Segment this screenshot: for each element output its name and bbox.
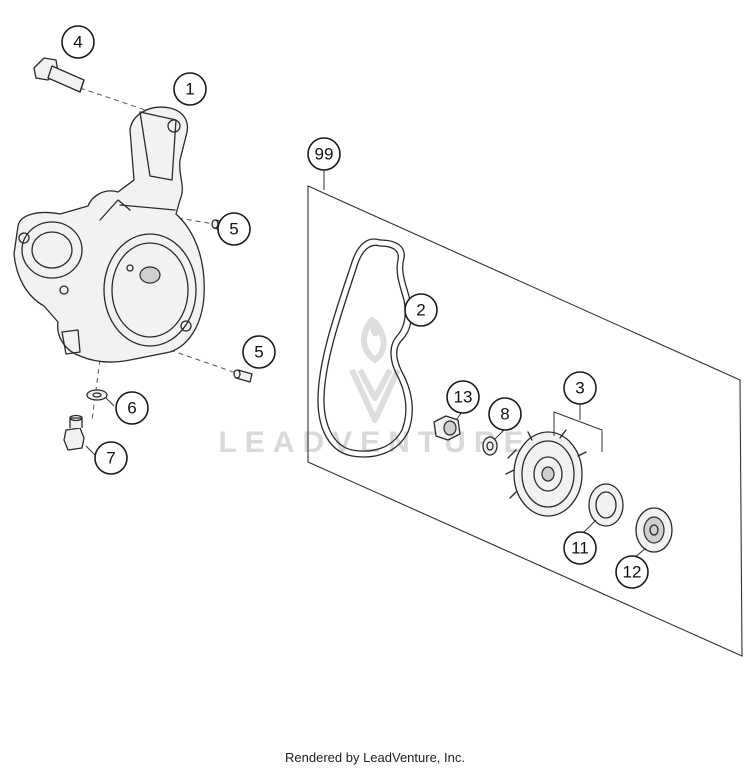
part-1-pump-housing: [13, 106, 205, 363]
callout-3: 3: [563, 371, 597, 405]
svg-text:5: 5: [229, 220, 238, 239]
svg-text:13: 13: [454, 388, 473, 407]
part-6-seal-ring: [86, 389, 108, 401]
svg-text:1: 1: [185, 80, 194, 99]
callout-13: 13: [446, 380, 480, 414]
svg-text:99: 99: [315, 145, 334, 164]
watermark-flame-logo: [349, 368, 401, 423]
footer-credit: Rendered by LeadVenture, Inc.: [285, 750, 465, 765]
leader-6: [105, 397, 115, 407]
part-2-gasket: [317, 238, 413, 458]
watermark-text: LEADVENTURE: [218, 426, 531, 459]
svg-text:6: 6: [127, 399, 136, 418]
repair-kit-frame: [307, 185, 743, 657]
svg-text:12: 12: [623, 563, 642, 582]
leader-11: [581, 519, 597, 535]
part-7-drain-plug: [63, 414, 85, 451]
part-4-bolt: [33, 57, 85, 93]
callout-99: 99: [307, 137, 341, 171]
leader-7: [85, 445, 97, 457]
watermark-flame-top: [361, 317, 387, 363]
svg-text:5: 5: [254, 343, 263, 362]
part-13-nut: [433, 415, 461, 441]
part-8-washer: [482, 436, 498, 456]
part-11-shaft-seal: [588, 483, 624, 527]
leader-3-bracket: [553, 404, 603, 452]
callout-8: 8: [488, 397, 522, 431]
svg-text:3: 3: [575, 379, 584, 398]
callout-4: 4: [61, 25, 95, 59]
callout-6: 6: [115, 391, 149, 425]
part-2-gasket-inner: [323, 244, 407, 452]
callout-7: 7: [94, 441, 128, 475]
part-12-bearing: [635, 507, 673, 553]
svg-text:4: 4: [73, 33, 82, 52]
callout-12: 12: [615, 555, 649, 589]
callout-5-upper: 5: [217, 212, 251, 246]
callout-2: 2: [404, 293, 438, 327]
part-5-dowel-pin-lower: [233, 369, 253, 383]
bolt-axis-line: [79, 87, 191, 126]
svg-text:2: 2: [416, 301, 425, 320]
part-3-impeller: [505, 429, 587, 517]
callout-1: 1: [173, 72, 207, 106]
svg-text:7: 7: [106, 449, 115, 468]
callout-5-lower: 5: [242, 335, 276, 369]
svg-text:11: 11: [571, 539, 589, 558]
leadventure-watermark: LEADVENTURE: [218, 317, 531, 459]
pin-axis-line-lower: [169, 349, 243, 376]
callout-11: 11: [563, 531, 597, 565]
svg-text:8: 8: [500, 405, 509, 424]
leader-8: [493, 429, 505, 441]
